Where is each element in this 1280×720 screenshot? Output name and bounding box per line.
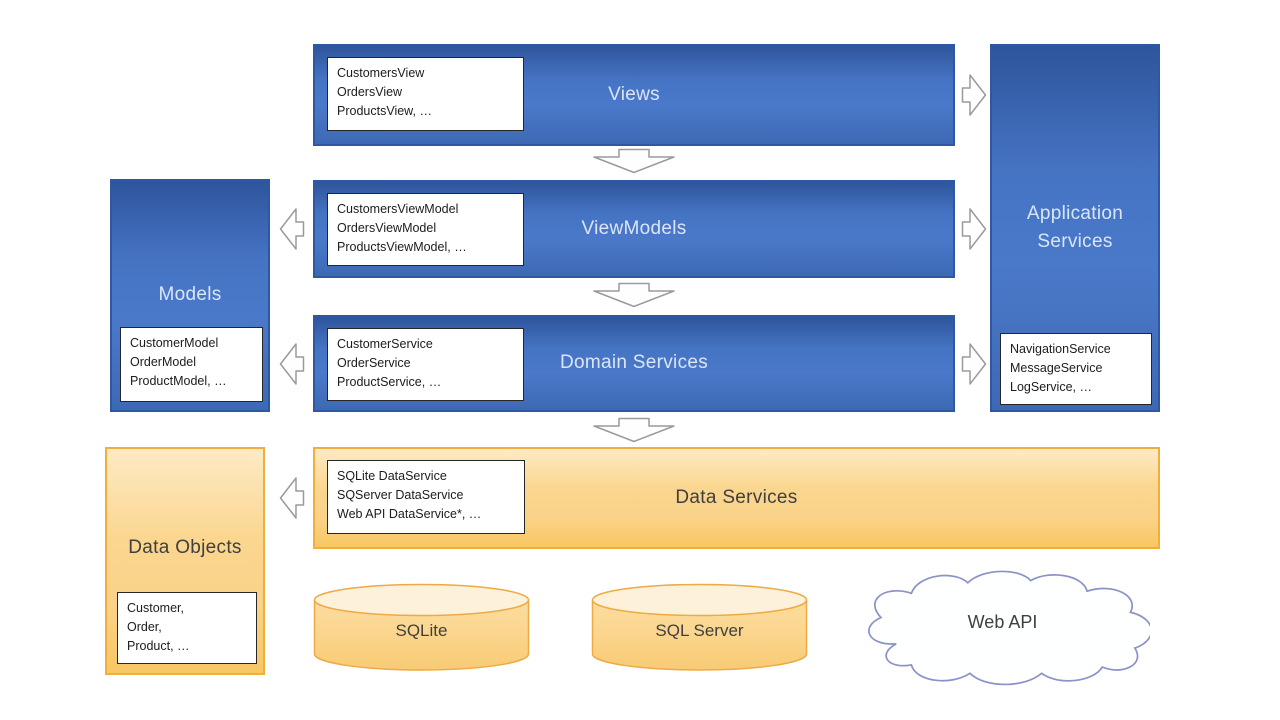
left-arrow-viewmodels-to-models-icon bbox=[279, 206, 305, 252]
cylinder-sqlite: SQLite bbox=[313, 583, 530, 673]
sqlite-label: SQLite bbox=[395, 621, 448, 640]
left-arrow-domain-to-models-icon bbox=[279, 341, 305, 387]
database-cylinder-icon bbox=[591, 583, 808, 671]
down-arrow-viewmodels-to-domain-icon bbox=[592, 282, 676, 308]
list-item: Customer, bbox=[127, 601, 184, 615]
list-item: Web API DataService*, … bbox=[337, 506, 482, 521]
application-services-title: Application Services bbox=[1026, 202, 1124, 253]
domain-services-title: Domain Services bbox=[559, 352, 709, 374]
data-services-title: Data Services bbox=[675, 487, 798, 508]
left-arrow-data-services-to-data-objects-icon bbox=[279, 475, 305, 521]
sql-server-label: SQL Server bbox=[655, 621, 744, 640]
right-arrow-views-to-app-services-icon bbox=[961, 72, 987, 118]
views-title: Views bbox=[608, 83, 660, 105]
cylinder-sql-server: SQL Server bbox=[591, 583, 808, 673]
list-item: SQLite DataService bbox=[337, 469, 447, 483]
list-item: CustomersView bbox=[337, 66, 425, 80]
right-arrow-domain-to-app-services-icon bbox=[961, 341, 987, 387]
web-api-label: Web API bbox=[967, 612, 1038, 632]
list-item: CustomerService bbox=[337, 337, 433, 351]
data-objects-list-box: Customer, Order, Product, … bbox=[117, 592, 257, 664]
list-item: NavigationService bbox=[1010, 342, 1111, 356]
down-arrow-views-to-viewmodels-icon bbox=[592, 148, 676, 174]
cloud-icon bbox=[868, 570, 1150, 686]
list-item: OrdersView bbox=[337, 84, 403, 99]
list-item: LogService, … bbox=[1010, 379, 1092, 394]
list-item: CustomerModel bbox=[130, 336, 219, 350]
list-item: Product, … bbox=[127, 638, 190, 653]
viewmodels-title: ViewModels bbox=[581, 217, 687, 239]
models-title: Models bbox=[158, 284, 222, 306]
list-item: ProductModel, … bbox=[130, 373, 227, 388]
right-arrow-viewmodels-to-app-services-icon bbox=[961, 206, 987, 252]
cloud-web-api: Web API bbox=[855, 568, 1150, 686]
down-arrow-domain-to-data-icon bbox=[592, 417, 676, 443]
list-item: ProductService, … bbox=[337, 374, 442, 389]
list-item: ProductsView, … bbox=[337, 103, 432, 118]
list-item: Order, bbox=[127, 619, 162, 634]
list-item: OrdersViewModel bbox=[337, 220, 437, 235]
list-item: OrderModel bbox=[130, 354, 196, 369]
list-item: ProductsViewModel, … bbox=[337, 239, 467, 254]
database-cylinder-icon bbox=[313, 583, 530, 671]
list-item: SQServer DataService bbox=[337, 487, 464, 502]
data-objects-title: Data Objects bbox=[128, 537, 242, 558]
list-item: MessageService bbox=[1010, 360, 1103, 375]
list-item: OrderService bbox=[337, 355, 411, 370]
list-item: CustomersViewModel bbox=[337, 202, 459, 216]
